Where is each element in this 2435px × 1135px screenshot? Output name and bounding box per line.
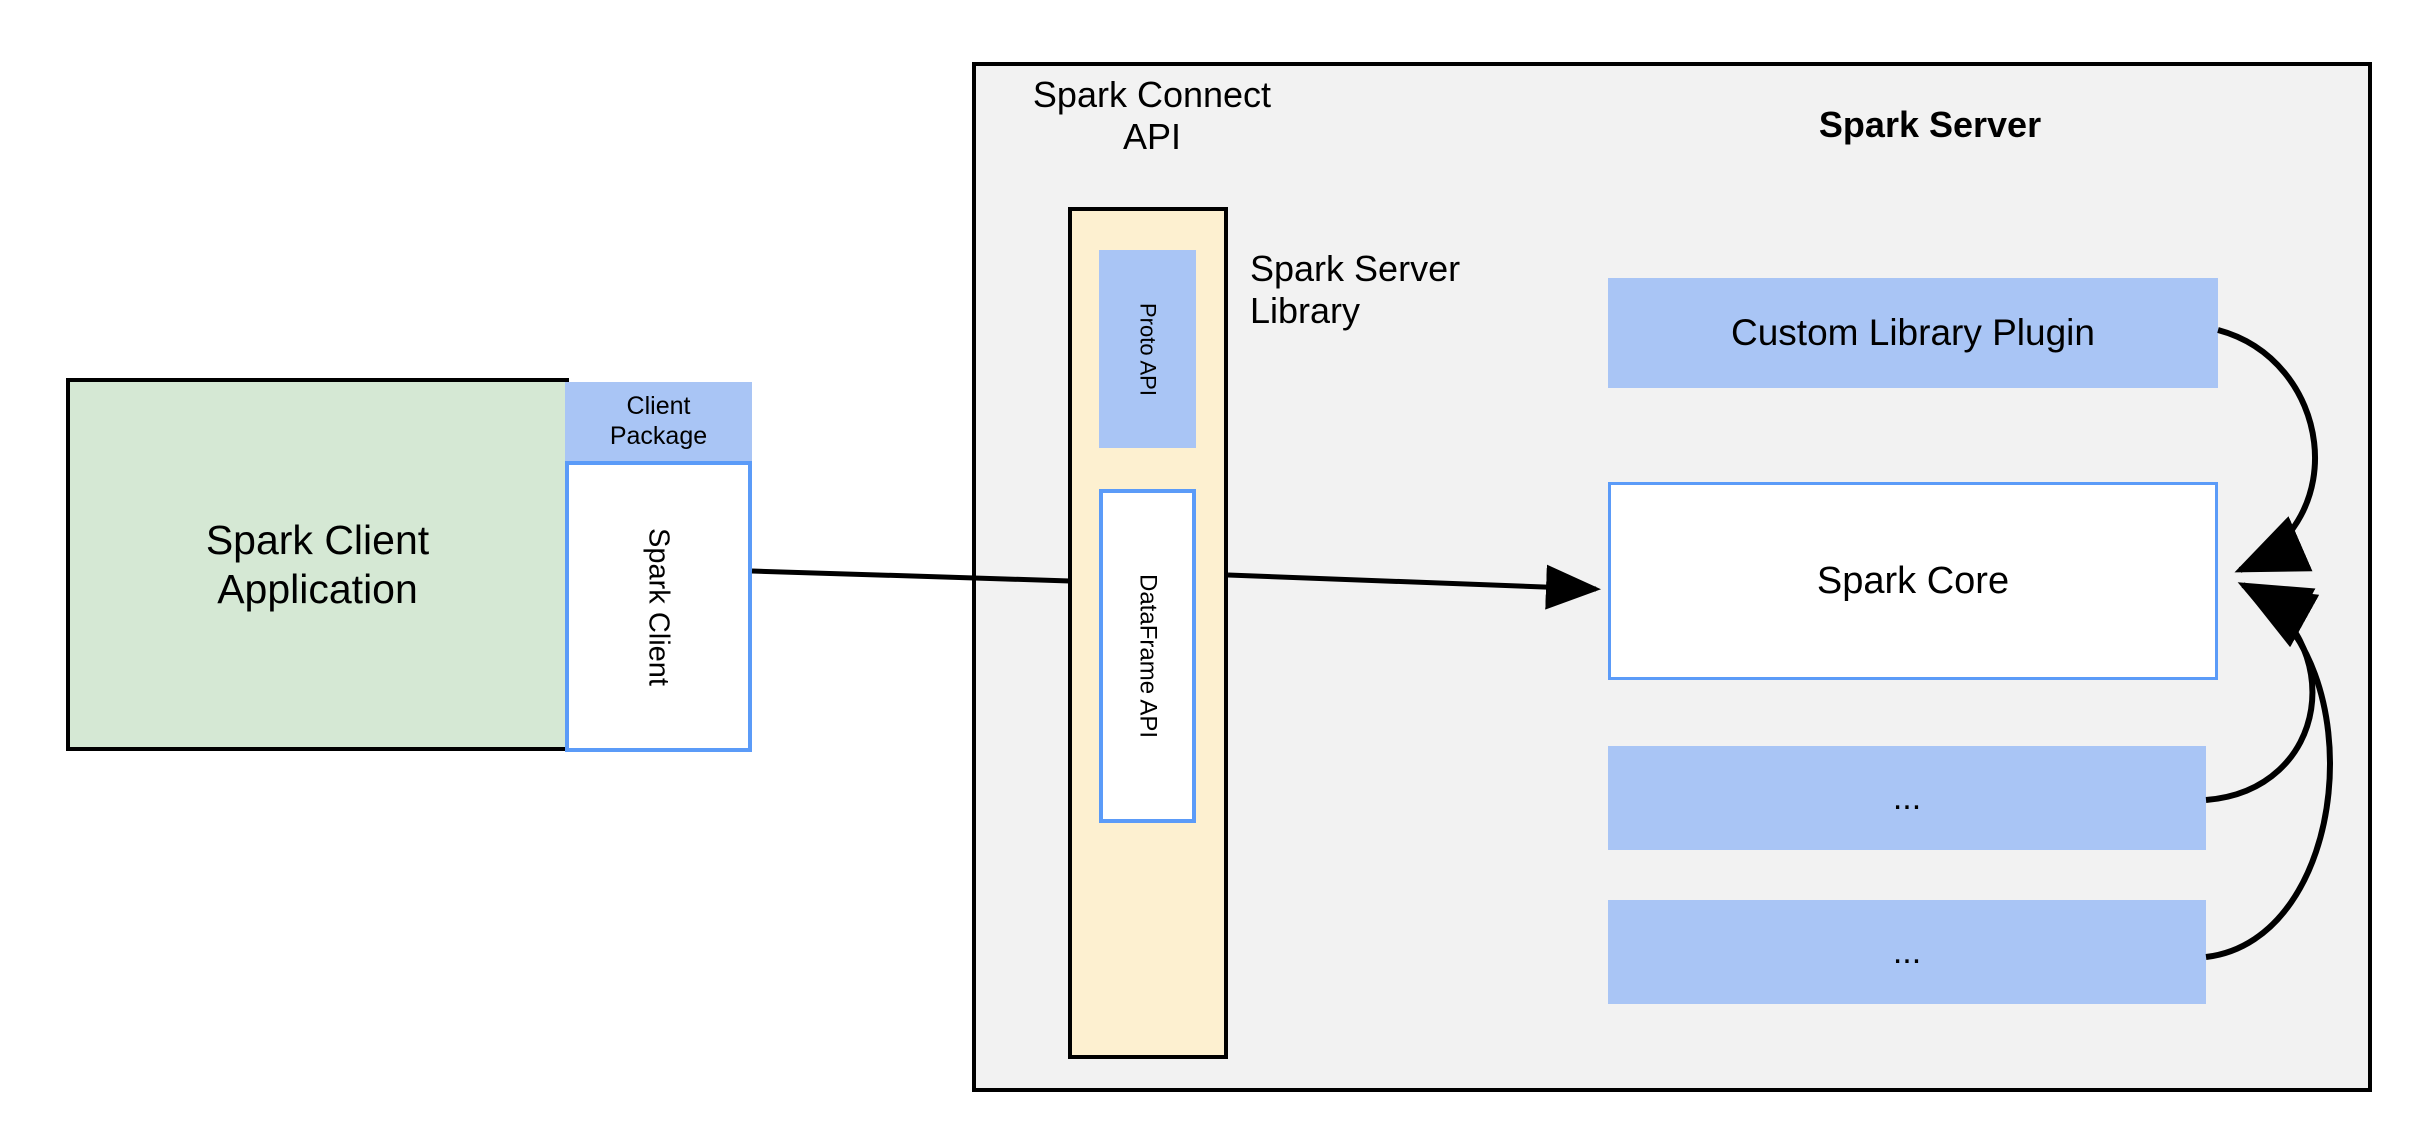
client-package-box[interactable]: [565, 382, 752, 461]
spark-client-box[interactable]: [565, 461, 752, 752]
spark-core-box[interactable]: [1608, 482, 2218, 680]
proto-api-box[interactable]: [1099, 250, 1196, 448]
server-component-ellipsis-box-2[interactable]: [1608, 900, 2206, 1004]
server-component-ellipsis-box-1[interactable]: [1608, 746, 2206, 850]
dataframe-api-box[interactable]: [1099, 489, 1196, 823]
spark-client-application-box[interactable]: [66, 378, 569, 751]
custom-library-plugin-box[interactable]: [1608, 278, 2218, 388]
